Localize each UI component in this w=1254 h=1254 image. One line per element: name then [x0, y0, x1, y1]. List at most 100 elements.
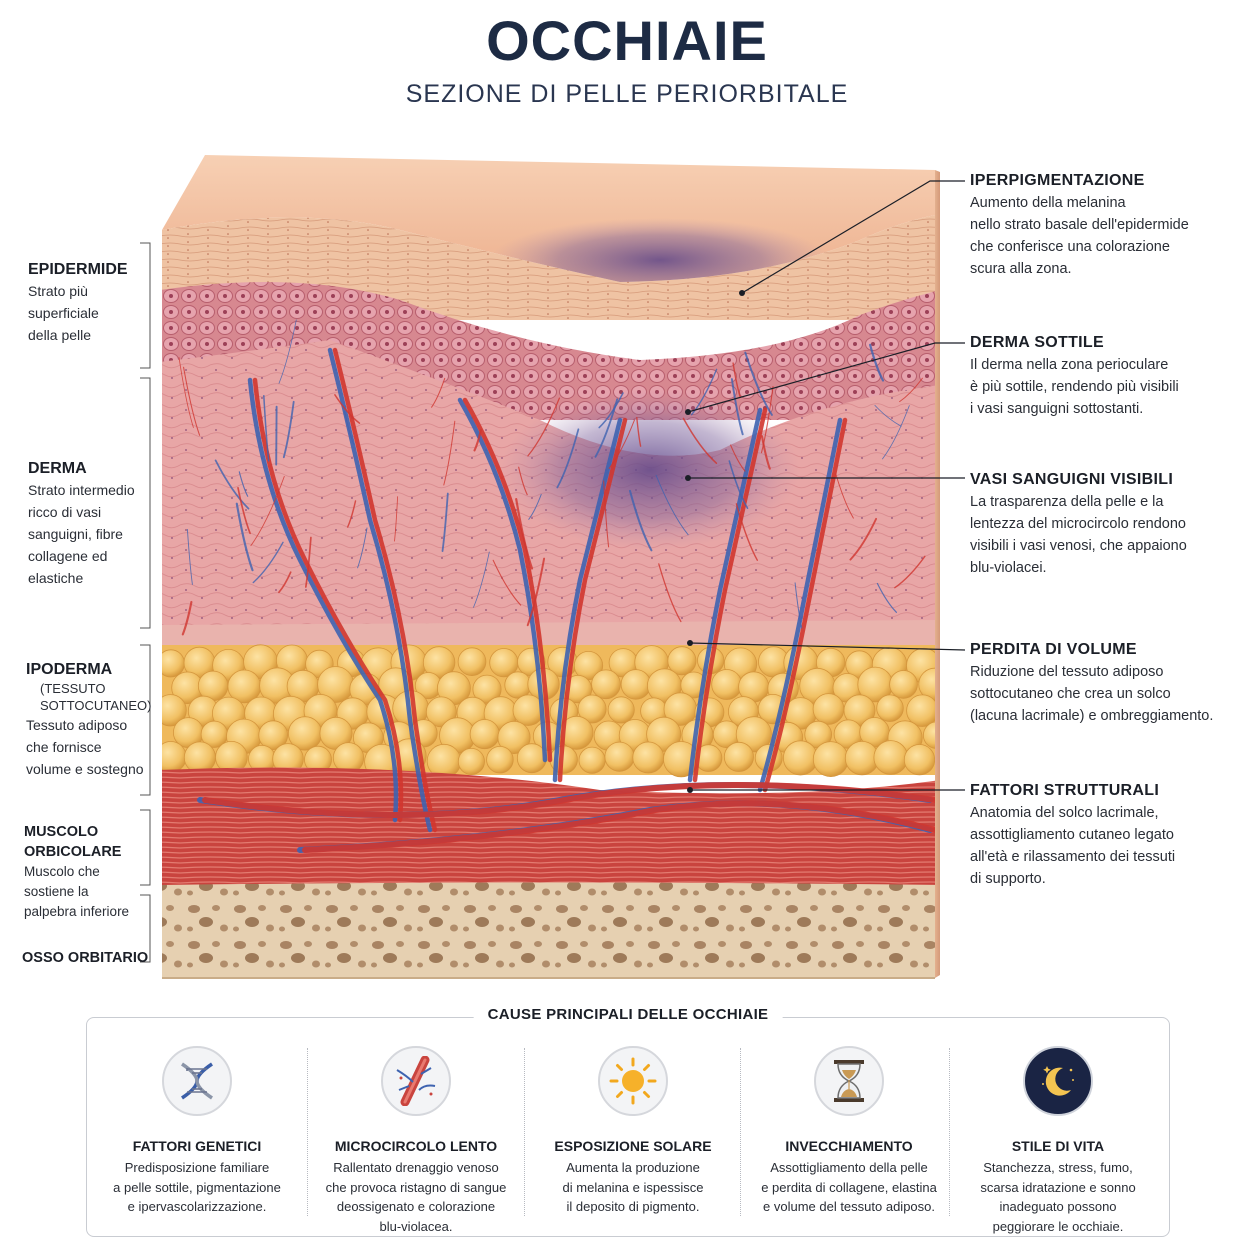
capillary	[598, 392, 624, 429]
fat-cell	[646, 716, 682, 752]
vein	[552, 417, 623, 783]
fat-cell	[876, 694, 904, 722]
capillary	[527, 397, 561, 457]
capillary	[849, 517, 878, 561]
cause-lifestyle: STILE DI VITA Stanchezza, stress, fumo, …	[950, 1046, 1166, 1236]
fat-cell	[735, 716, 772, 753]
fat-cell	[504, 671, 532, 699]
moon-stars-icon	[1023, 1046, 1093, 1116]
fat-cell	[469, 719, 500, 750]
fat-cell	[258, 720, 289, 750]
capillary	[263, 394, 270, 462]
fat-cell	[516, 743, 547, 774]
vein	[457, 397, 548, 763]
capillary	[735, 503, 759, 561]
fat-cell	[694, 744, 723, 772]
capillary	[237, 486, 251, 535]
capillary	[252, 541, 284, 584]
capillary	[732, 362, 742, 399]
artery	[202, 782, 935, 818]
layer-label-osso-orbitario: OSSO ORBITARIO	[22, 950, 149, 966]
capillary	[304, 536, 312, 588]
capillary	[894, 555, 926, 589]
capillary	[874, 404, 902, 427]
fat-cell	[457, 647, 487, 676]
capillary	[473, 429, 482, 452]
annotation-leaders	[687, 180, 966, 791]
layer-brackets	[140, 242, 151, 963]
capillary	[515, 498, 534, 570]
capillary	[278, 319, 297, 384]
blood-vessel-icon	[381, 1046, 451, 1116]
causes-panel: CAUSE PRINCIPALI DELLE OCCHIAIE FATTORI …	[86, 1006, 1170, 1237]
capillary	[518, 466, 528, 496]
fat-cell	[486, 746, 514, 774]
fat-cell	[577, 694, 607, 724]
section-right-side	[935, 170, 940, 978]
capillary	[730, 378, 744, 436]
capillary	[682, 417, 718, 464]
capillary	[882, 405, 910, 460]
layer-label-derma: DERMA Strato intermedio ricco di vasi sa…	[28, 460, 135, 586]
sun-icon	[598, 1046, 668, 1116]
capillary	[760, 435, 771, 470]
capillary	[431, 377, 446, 408]
artery	[332, 347, 438, 833]
capillary	[628, 489, 653, 552]
capillary	[835, 473, 854, 519]
capillary	[603, 480, 610, 548]
capillary	[730, 444, 746, 472]
hourglass-icon	[814, 1046, 884, 1116]
capillary	[744, 351, 773, 416]
fat-cell	[723, 741, 754, 772]
fat-cell	[906, 694, 935, 727]
capillary	[394, 496, 399, 542]
capillary	[728, 460, 749, 509]
capillary	[443, 420, 456, 486]
capillary	[473, 551, 490, 608]
fat-cell	[578, 746, 606, 774]
artery	[462, 397, 553, 763]
capillary	[183, 366, 201, 436]
capillary	[608, 419, 636, 469]
fat-cell	[604, 741, 635, 772]
fat-cell	[497, 721, 531, 755]
capillary	[181, 600, 193, 636]
divider	[740, 1048, 741, 1216]
dna-icon	[162, 1046, 232, 1116]
front-section	[162, 215, 935, 978]
cause-microcircolo: MICROCIRCOLO LENTO Rallentato drenaggio …	[308, 1046, 524, 1236]
fat-cell	[711, 669, 743, 700]
capillary	[282, 400, 295, 459]
capillary	[528, 493, 542, 520]
capillary	[492, 559, 522, 606]
fat-cell	[812, 693, 845, 725]
cause-genetics: FATTORI GENETICI Predisposizione familia…	[89, 1046, 305, 1217]
layer-label-ipoderma: IPODERMA (TESSUTO SOTTOCUTANEO) Tessuto …	[26, 661, 152, 777]
fat-cell	[918, 667, 935, 701]
capillary	[214, 459, 250, 510]
vein	[687, 407, 763, 783]
capillary	[344, 410, 355, 445]
capillary	[250, 475, 285, 547]
divider	[524, 1048, 525, 1216]
capillary	[556, 428, 580, 489]
fat-cell	[607, 696, 635, 724]
fat-cell	[591, 669, 621, 700]
divider	[949, 1048, 950, 1216]
annotation-dots	[685, 290, 745, 793]
fat-cell	[873, 740, 909, 775]
capillary	[334, 394, 361, 424]
capillary	[186, 528, 193, 585]
annotation-fattori-strutturali: FATTORI STRUTTURALI Anatomia del solco l…	[970, 782, 1176, 887]
divider	[307, 1048, 308, 1216]
artery	[557, 417, 628, 783]
vein	[247, 377, 399, 823]
causes-title: CAUSE PRINCIPALI DELLE OCCHIAIE	[473, 1006, 783, 1023]
fat-cell	[889, 670, 918, 699]
fat-cell	[632, 741, 665, 774]
fat-cell	[620, 669, 652, 700]
capillary	[794, 582, 803, 629]
layer-label-muscolo-orbicolare: MUSCOLO ORBICOLARE Muscolo che sostiene …	[24, 824, 130, 919]
fat-cell	[903, 744, 935, 776]
